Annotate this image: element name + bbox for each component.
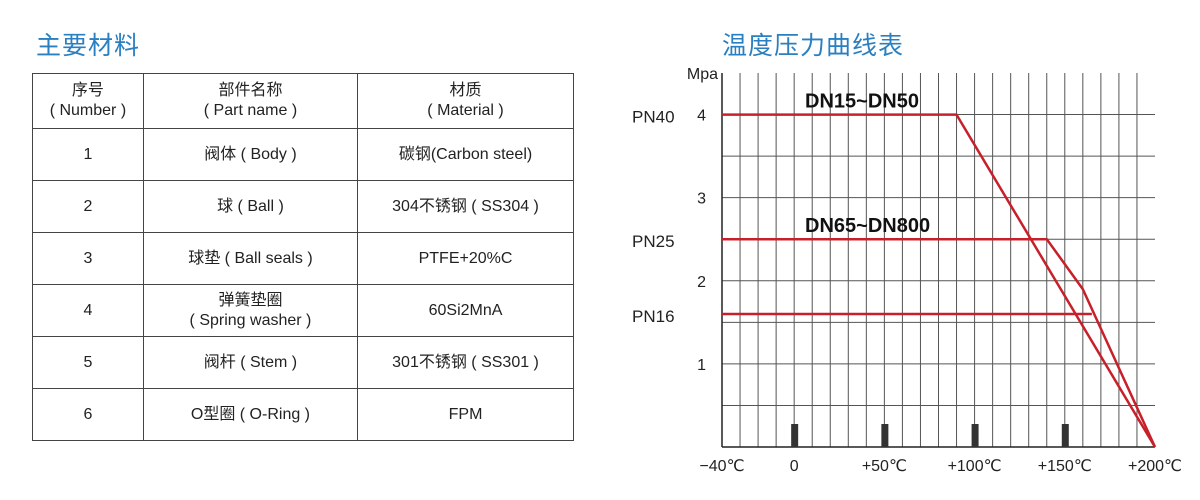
pn-label: PN25	[632, 232, 675, 251]
header-part-name: 部件名称 ( Part name )	[142, 73, 359, 129]
table-row: 2 球 ( Ball ) 304不锈钢 ( SS304 )	[32, 180, 574, 233]
row-part-line1: 球 ( Ball )	[217, 197, 284, 215]
series-name-label: DN65~DN800	[805, 215, 930, 237]
materials-title: 主要材料	[36, 31, 141, 60]
row-part-line1: O型圈 ( O-Ring )	[190, 405, 311, 423]
x-tick-label: +200℃	[1128, 458, 1182, 475]
row-part-line1: 阀体 ( Body )	[204, 145, 297, 163]
y-tick-label: 1	[697, 357, 706, 374]
x-tick-label: −40℃	[699, 458, 744, 475]
table-header-row: 序号 ( Number ) 部件名称 ( Part name ) 材质 ( Ma…	[32, 73, 574, 129]
series-line-1	[722, 113, 1157, 448]
chart-title: 温度压力曲线表	[722, 31, 905, 60]
header-number-cn: 序号	[71, 82, 104, 99]
header-part-en: ( Part name )	[203, 102, 298, 119]
row-material: 碳钢(Carbon steel)	[357, 128, 574, 181]
header-material-cn: 材质	[449, 82, 482, 99]
table-row: 4 弹簧垫圈 ( Spring washer ) 60Si2MnA	[32, 284, 574, 337]
row-part-line1: 弹簧垫圈	[218, 291, 283, 309]
x-marker-bar	[881, 424, 889, 447]
row-part: 球垫 ( Ball seals )	[142, 232, 359, 285]
row-material: 304不锈钢 ( SS304 )	[357, 180, 574, 233]
x-tick-label: +50℃	[862, 458, 907, 475]
pn-label: PN16	[632, 307, 675, 326]
header-number: 序号 ( Number )	[32, 73, 144, 129]
x-tick-label: +150℃	[1038, 458, 1092, 475]
row-part-line2: ( Spring washer )	[189, 311, 312, 329]
header-number-en: ( Number )	[49, 102, 127, 119]
x-marker-bar	[1061, 424, 1069, 447]
row-part-line1: 阀杆 ( Stem )	[203, 353, 298, 371]
row-number: 6	[32, 388, 144, 441]
row-material: 60Si2MnA	[357, 284, 574, 337]
pn-label: PN40	[632, 108, 675, 127]
x-marker-bar	[971, 424, 979, 447]
header-part-cn: 部件名称	[218, 82, 283, 99]
y-tick-label: 4	[697, 108, 706, 125]
row-material: FPM	[357, 388, 574, 441]
row-part: 阀体 ( Body )	[142, 128, 359, 181]
y-tick-label: 2	[697, 274, 706, 291]
materials-table: 序号 ( Number ) 部件名称 ( Part name ) 材质 ( Ma…	[32, 73, 574, 441]
series-line-2	[722, 237, 1157, 448]
row-number: 4	[32, 284, 144, 337]
y-axis-unit: Mpa	[687, 66, 718, 83]
x-marker-bar	[791, 424, 799, 447]
x-tick-label: 0	[790, 458, 799, 475]
header-material-en: ( Material )	[427, 102, 504, 119]
row-part-line1: 球垫 ( Ball seals )	[188, 249, 313, 267]
x-tick-label: +100℃	[948, 458, 1002, 475]
table-row: 1 阀体 ( Body ) 碳钢(Carbon steel)	[32, 128, 574, 181]
table-row: 6 O型圈 ( O-Ring ) FPM	[32, 388, 574, 441]
header-material: 材质 ( Material )	[357, 73, 574, 129]
y-tick-label: 3	[697, 191, 706, 208]
row-number: 2	[32, 180, 144, 233]
series-name-label: DN15~DN50	[805, 91, 919, 113]
row-part: 弹簧垫圈 ( Spring washer )	[142, 284, 359, 337]
row-number: 1	[32, 128, 144, 181]
row-material: PTFE+20%C	[357, 232, 574, 285]
table-row: 3 球垫 ( Ball seals ) PTFE+20%C	[32, 232, 574, 285]
table-row: 5 阀杆 ( Stem ) 301不锈钢 ( SS301 )	[32, 336, 574, 389]
row-part: 球 ( Ball )	[142, 180, 359, 233]
row-part: O型圈 ( O-Ring )	[142, 388, 359, 441]
